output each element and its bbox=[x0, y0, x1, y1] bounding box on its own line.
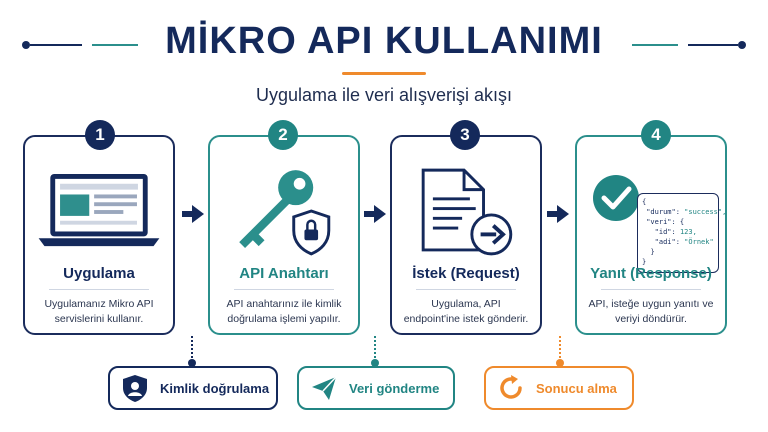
step-description: Uygulamanız Mikro API servislerini kulla… bbox=[44, 298, 154, 325]
user-shield-icon bbox=[123, 375, 147, 402]
step-title: API Anahtarı bbox=[239, 265, 329, 282]
arrow-right-icon bbox=[547, 205, 569, 223]
step-card-istek: İstek (Request) Uygulama, API endpoint'i… bbox=[390, 135, 542, 335]
refresh-icon bbox=[500, 375, 522, 399]
card-divider bbox=[234, 289, 334, 290]
step-card-uygulama: Uygulama Uygulamanız Mikro API servisler… bbox=[23, 135, 175, 335]
decor-dot-right bbox=[738, 41, 746, 49]
step-number-3: 3 bbox=[450, 120, 480, 150]
step-description: API anahtarınız ile kimlik doğrulama işl… bbox=[226, 298, 342, 325]
connector-line bbox=[191, 336, 193, 362]
step-number-2: 2 bbox=[268, 120, 298, 150]
decor-line-right-teal bbox=[632, 44, 678, 46]
step-title: Yanıt (Response) bbox=[590, 265, 712, 282]
step-card-api-anahtari: API Anahtarı API anahtarınız ile kimlik … bbox=[208, 135, 360, 335]
step-title: Uygulama bbox=[63, 265, 135, 282]
decor-dot-left bbox=[22, 41, 30, 49]
pill-veri-gonderme: Veri gönderme bbox=[297, 366, 455, 410]
key-shield-icon bbox=[239, 170, 331, 256]
step-number-1: 1 bbox=[85, 120, 115, 150]
pill-label: Kimlik doğrulama bbox=[160, 380, 270, 396]
step-card-yanit: { "durum": "success", "veri": { "id": 12… bbox=[575, 135, 727, 335]
connector-dot bbox=[371, 359, 379, 367]
decor-line-right-navy bbox=[688, 44, 738, 46]
decor-line-left-navy bbox=[30, 44, 82, 46]
pill-kimlik-dogrulama: Kimlik doğrulama bbox=[108, 366, 278, 410]
document-send-icon bbox=[421, 168, 513, 256]
step-number-4: 4 bbox=[641, 120, 671, 150]
page-title: MİKRO API KULLANIMI bbox=[165, 20, 603, 62]
arrow-right-icon bbox=[182, 205, 204, 223]
card-divider bbox=[416, 289, 516, 290]
json-response-preview: { "durum": "success", "veri": { "id": 12… bbox=[637, 193, 726, 273]
step-title: İstek (Request) bbox=[412, 265, 520, 282]
title-underline bbox=[342, 72, 426, 75]
pill-label: Veri gönderme bbox=[349, 380, 440, 396]
step-description: Uygulama, API endpoint'ine istek gönderi… bbox=[403, 298, 529, 325]
page-subtitle: Uygulama ile veri alışverişi akışı bbox=[255, 85, 513, 105]
connector-line bbox=[374, 336, 376, 362]
pill-sonucu-alma: Sonucu alma bbox=[484, 366, 634, 410]
connector-dot bbox=[556, 359, 564, 367]
connector-dot bbox=[188, 359, 196, 367]
pill-label: Sonucu alma bbox=[536, 380, 617, 396]
step-description: API, isteğe uygun yanıtı ve veriyi döndü… bbox=[588, 298, 714, 325]
laptop-icon bbox=[38, 174, 160, 247]
arrow-right-icon bbox=[364, 205, 386, 223]
card-divider bbox=[49, 289, 149, 290]
connector-line bbox=[559, 336, 561, 362]
paper-plane-icon bbox=[312, 376, 337, 400]
card-divider bbox=[601, 289, 701, 290]
decor-line-left-teal bbox=[92, 44, 138, 46]
check-circle-icon bbox=[593, 175, 639, 221]
